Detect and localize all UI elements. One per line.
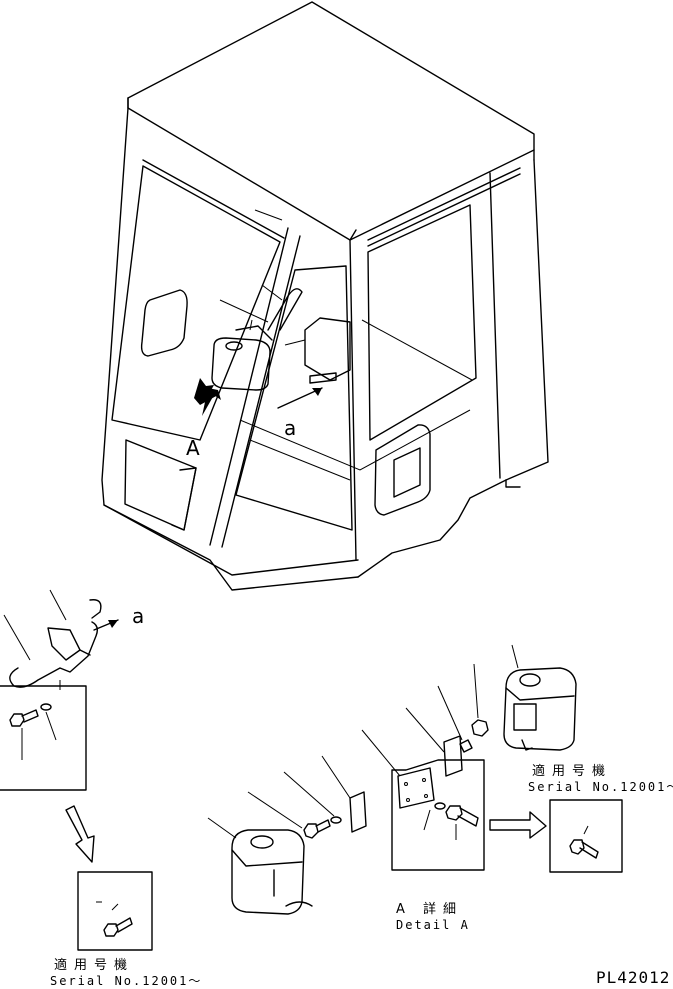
serial-en-left: Serial No.12001～ [50, 974, 203, 988]
hook-bracket-detail [0, 589, 153, 951]
arrow-a-top-label: a [284, 416, 297, 440]
drawing-code: PL42012 [596, 968, 671, 987]
detail-a-en-label: Detail A [396, 918, 470, 932]
view-a-label: A [186, 436, 200, 460]
operator-cab [101, 1, 549, 591]
detail-a-jp-label: A 詳細 [396, 902, 464, 917]
serial-jp-left: 適用号機 [54, 958, 135, 973]
washer-tank-detail [207, 755, 367, 915]
serial-jp-right: 適用号機 [532, 764, 613, 779]
tank-bracket-detail [361, 644, 623, 873]
arrow-a-left-label: a [132, 604, 145, 628]
serial-en-right: Serial No.12001～ [528, 780, 673, 794]
